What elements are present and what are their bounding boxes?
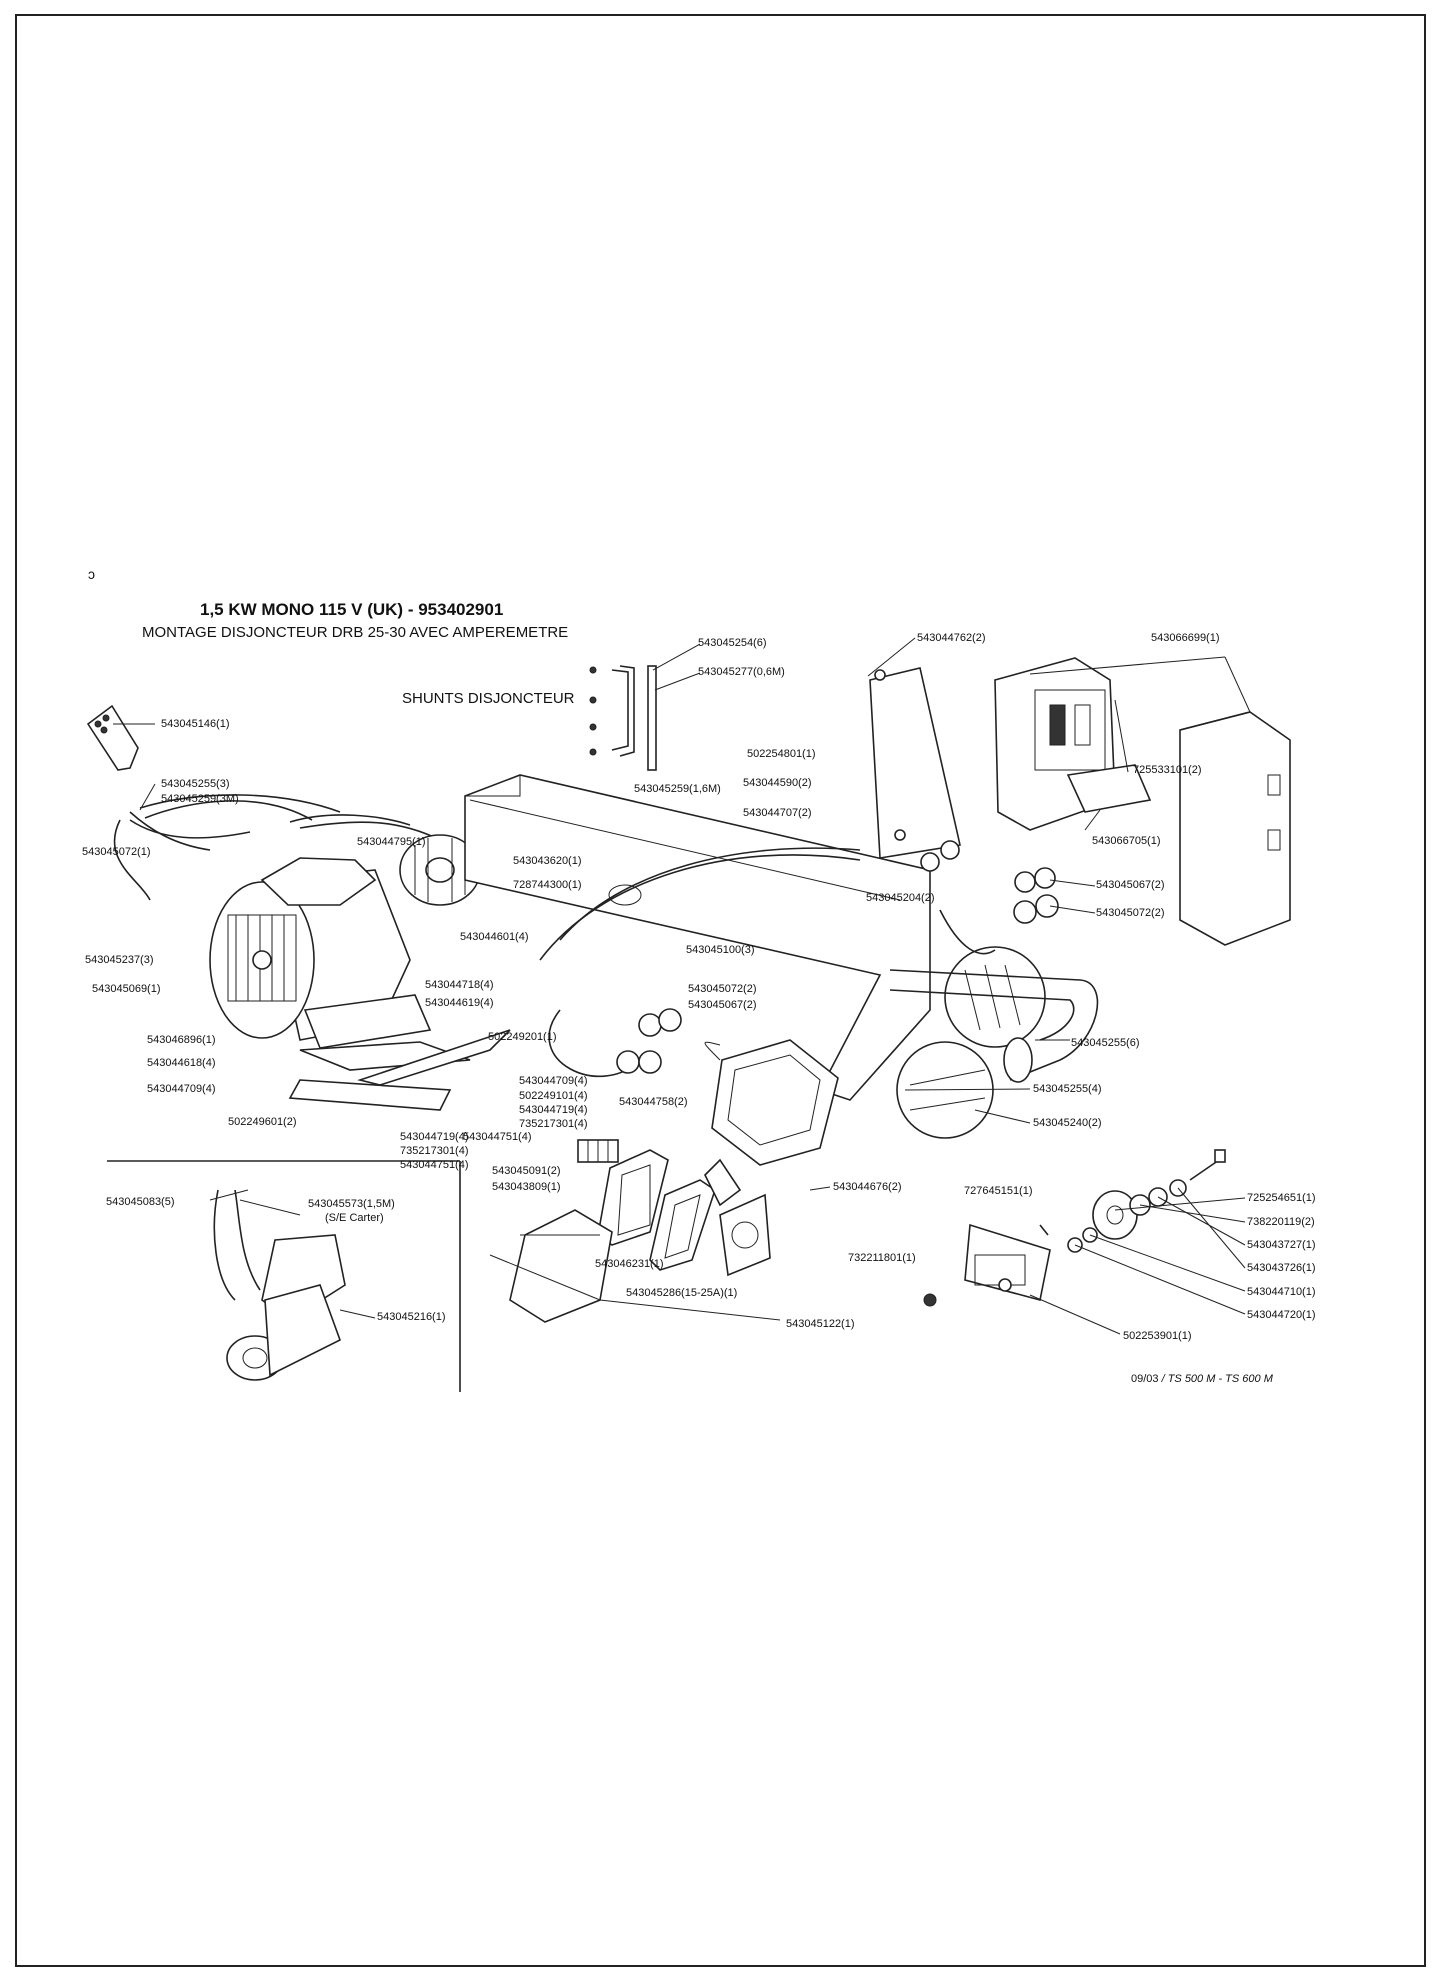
part-label: 543045573(1,5M) (308, 1198, 395, 1210)
mounting-bracket (869, 667, 961, 859)
part-label: 543044795(1) (357, 836, 426, 848)
part-label: 543044707(2) (743, 807, 812, 819)
pulley-assembly (1067, 1149, 1226, 1253)
part-label: 543044751(4) (400, 1159, 469, 1171)
part-label: 543045237(3) (85, 954, 154, 966)
part-label: 543045254(6) (698, 637, 767, 649)
part-label: 735217301(4) (519, 1118, 588, 1130)
page-border (15, 14, 1426, 1967)
part-label: 728744300(1) (513, 879, 582, 891)
part-label: 543045083(5) (106, 1196, 175, 1208)
footer-date-text: 09/03 (1131, 1373, 1159, 1385)
part-label: 543044718(4) (425, 979, 494, 991)
diagram-title: 1,5 KW MONO 115 V (UK) - 953402901 (200, 600, 504, 619)
part-label: 543044758(2) (619, 1096, 688, 1108)
part-label: 543044709(4) (519, 1075, 588, 1087)
part-label: 725254651(1) (1247, 1192, 1316, 1204)
leader-lines (113, 637, 1251, 1335)
power-cable (113, 794, 441, 901)
part-label: 543044751(4) (463, 1131, 532, 1143)
part-label: 543045122(1) (786, 1318, 855, 1330)
part-label: 543044710(1) (1247, 1286, 1316, 1298)
part-label: 543045255(6) (1071, 1037, 1140, 1049)
shunt-bars (589, 665, 657, 771)
handle-knob (86, 704, 139, 771)
part-label: 543044618(4) (147, 1057, 216, 1069)
circuit-breaker (994, 657, 1152, 831)
part-label: 543046896(1) (147, 1034, 216, 1046)
part-label: 543044601(4) (460, 931, 529, 943)
base-plates (288, 1029, 511, 1111)
main-housing (464, 774, 931, 1101)
part-label: 543045072(1) (82, 846, 151, 858)
part-label: 543045067(2) (688, 999, 757, 1011)
part-label: 543045072(2) (1096, 907, 1165, 919)
part-label: 543045259(3M) (161, 793, 239, 805)
part-label: 543045067(2) (1096, 879, 1165, 891)
part-label: 543045240(2) (1033, 1117, 1102, 1129)
terminal-block (577, 1139, 619, 1163)
mounting-plate (923, 1223, 1051, 1307)
cable-glands (616, 840, 1059, 1074)
part-label: 738220119(2) (1247, 1216, 1315, 1228)
part-label: 543043809(1) (492, 1181, 561, 1193)
electric-motor (209, 857, 432, 1049)
frame-tube (889, 969, 1099, 1083)
ammeter (704, 1158, 771, 1277)
part-label: 543045255(4) (1033, 1083, 1102, 1095)
part-label: 543045255(3) (161, 778, 230, 790)
part-label: 543044619(4) (425, 997, 494, 1009)
breaker-cover (1179, 711, 1291, 946)
junction-box (704, 1039, 839, 1166)
part-label: 543045100(3) (686, 944, 755, 956)
part-label: 502254801(1) (747, 748, 816, 760)
inset-frame (107, 1160, 461, 1392)
part-label: 543043726(1) (1247, 1262, 1316, 1274)
part-label: 732211801(1) (848, 1252, 916, 1264)
gaskets (597, 1149, 716, 1271)
part-label: 543046231(1) (595, 1258, 664, 1270)
part-label: 543045286(15-25A)(1) (626, 1287, 738, 1299)
part-label: 502249201(1) (488, 1031, 557, 1043)
part-label: 543043620(1) (513, 855, 582, 867)
part-label: (S/E Carter) (325, 1212, 384, 1224)
diagram-subtitle: MONTAGE DISJONCTEUR DRB 25-30 AVEC AMPER… (142, 624, 569, 641)
part-label: 543044590(2) (743, 777, 812, 789)
part-label: 543045091(2) (492, 1165, 561, 1177)
part-label: 543045069(1) (92, 983, 161, 995)
shunts-label: SHUNTS DISJONCTEUR (402, 690, 575, 707)
part-label: 543044719(4) (519, 1104, 588, 1116)
part-label: 543045277(0,6M) (698, 666, 785, 678)
socket-plug (213, 1189, 346, 1381)
part-label: 502249101(4) (519, 1090, 588, 1102)
part-label: 543045259(1,6M) (634, 783, 721, 795)
footer-date: 09/03 / TS 500 M - TS 600 M (1131, 1373, 1273, 1385)
part-label: 543045072(2) (688, 983, 757, 995)
part-label: 543043727(1) (1247, 1239, 1316, 1251)
part-label: 543044720(1) (1247, 1309, 1316, 1321)
part-label: 543045204(2) (866, 892, 935, 904)
part-label: 725533101(2) (1133, 764, 1202, 776)
part-label: 543044719(4) (400, 1131, 469, 1143)
part-label: 543045216(1) (377, 1311, 446, 1323)
part-label: 543045146(1) (161, 718, 230, 730)
footer-models: / TS 500 M - TS 600 M (1161, 1373, 1273, 1385)
part-label: 543044762(2) (917, 632, 986, 644)
part-label: 502253901(1) (1123, 1330, 1192, 1342)
part-label: 543066705(1) (1092, 835, 1161, 847)
part-label: 543044676(2) (833, 1181, 902, 1193)
corner-mark: ɔ (88, 566, 95, 582)
part-label: 502249601(2) (228, 1116, 297, 1128)
part-label: 543044709(4) (147, 1083, 216, 1095)
part-label: 735217301(4) (400, 1145, 469, 1157)
part-label: 727645151(1) (964, 1185, 1033, 1197)
part-label: 543066699(1) (1151, 632, 1220, 644)
